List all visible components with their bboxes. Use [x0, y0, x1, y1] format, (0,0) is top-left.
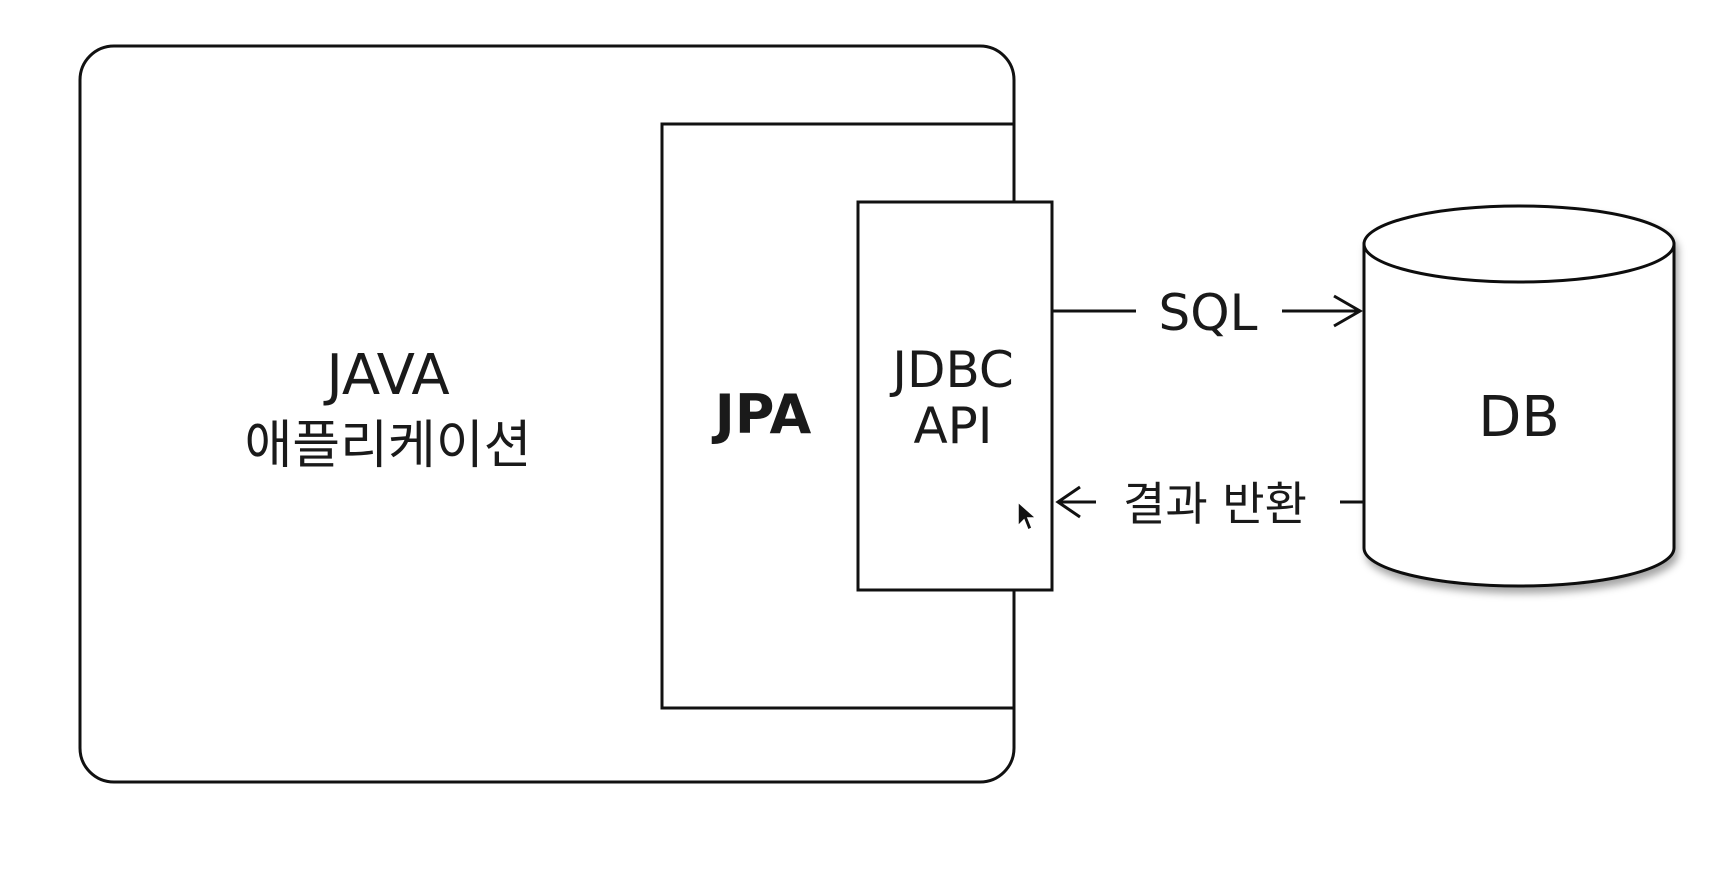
jpa-label: JPA	[711, 383, 812, 446]
result-return-arrow	[1055, 485, 1364, 519]
jdbc-label-line2: API	[913, 397, 992, 455]
db-label: DB	[1478, 385, 1560, 450]
jdbc-label-line1: JDBC	[889, 341, 1014, 399]
database-cylinder	[1362, 204, 1676, 588]
sql-request-label: SQL	[1159, 284, 1258, 342]
result-return-label: 결과 반환	[1123, 477, 1307, 531]
mouse-cursor-icon	[1017, 500, 1038, 532]
java-app-label-line1: JAVA	[323, 343, 449, 408]
sql-request-arrow	[1052, 294, 1364, 328]
java-app-label-line2: 애플리케이션	[244, 416, 531, 476]
